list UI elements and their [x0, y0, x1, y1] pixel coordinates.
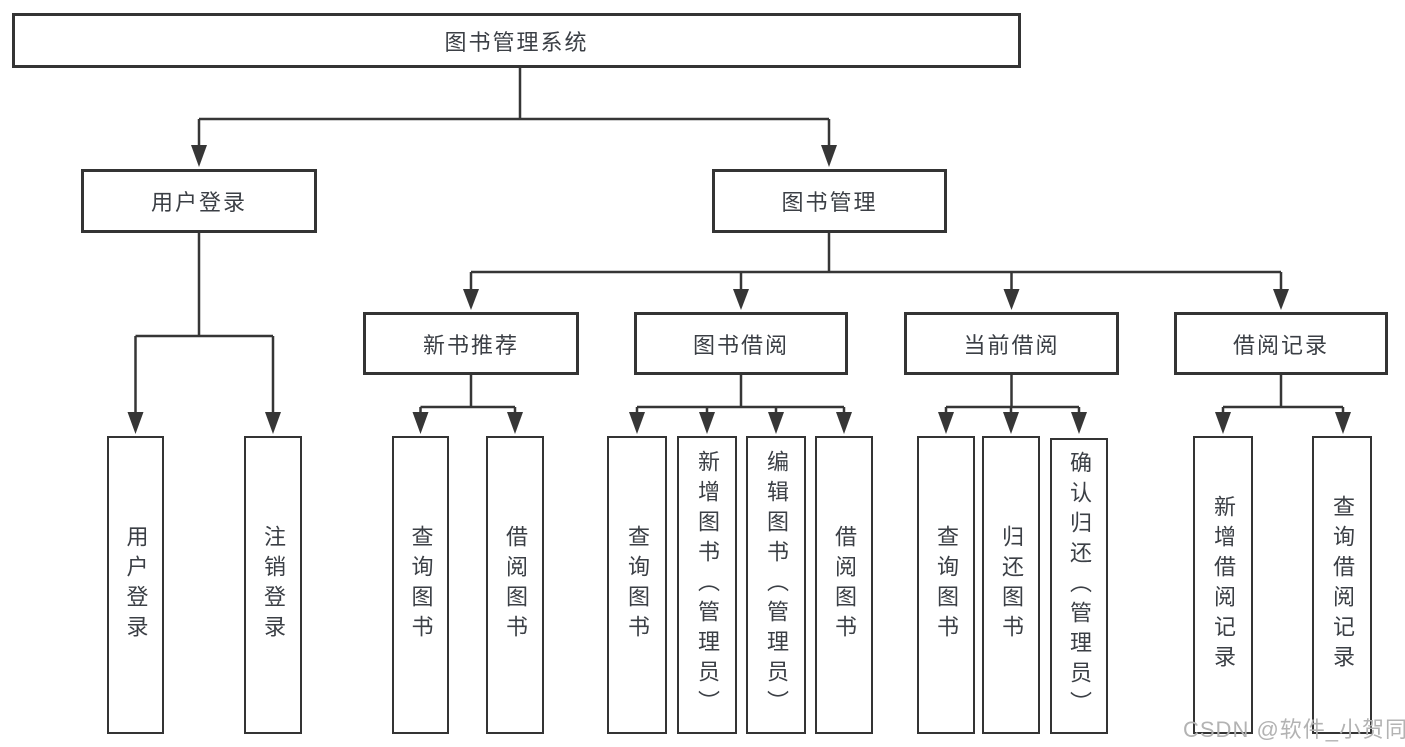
- node-user-login-label: 用户登录: [150, 190, 247, 215]
- connector-user-login: [134, 233, 275, 416]
- leaf-label: 借阅图书: [503, 525, 528, 645]
- leaf-borrow-books: 借阅图书: [815, 436, 873, 734]
- leaf-edit-books-admin: 编辑图书（管理员）: [746, 436, 806, 734]
- leaf-label: 编辑图书（管理员）: [764, 450, 789, 720]
- leaf-logout: 注销登录: [244, 436, 302, 734]
- connector-book-borrow: [635, 375, 846, 416]
- node-new-book-recommend: 新书推荐: [363, 312, 579, 375]
- leaf-label: 查询图书: [934, 525, 959, 645]
- leaf-label: 归还图书: [999, 525, 1024, 645]
- leaf-label: 新增借阅记录: [1211, 495, 1236, 675]
- leaf-label: 查询图书: [408, 525, 434, 645]
- leaf-label: 新增图书（管理员）: [695, 450, 720, 720]
- leaf-label: 借阅图书: [832, 525, 857, 645]
- connector-borrow-records: [1221, 375, 1345, 416]
- leaf-label: 查询借阅记录: [1330, 495, 1355, 675]
- node-user-login: 用户登录: [81, 169, 317, 233]
- leaf-user-login: 用户登录: [107, 436, 164, 734]
- leaf-label: 用户登录: [123, 525, 149, 645]
- node-current-borrow-label: 当前借阅: [963, 332, 1060, 358]
- node-book-borrow: 图书借阅: [634, 312, 848, 375]
- leaf-add-borrow-record: 新增借阅记录: [1193, 436, 1253, 734]
- node-borrow-records-label: 借阅记录: [1232, 332, 1329, 358]
- node-book-management: 图书管理: [712, 169, 947, 233]
- leaf-confirm-return-admin: 确认归还（管理员）: [1050, 438, 1108, 734]
- leaf-return-books: 归还图书: [982, 436, 1040, 734]
- leaf-label: 注销登录: [261, 525, 286, 645]
- node-book-management-label: 图书管理: [781, 190, 878, 215]
- connector-book-management: [469, 233, 1283, 292]
- leaf-query-borrow-record: 查询借阅记录: [1312, 436, 1372, 734]
- connector-new-book: [419, 375, 517, 416]
- node-book-borrow-label: 图书借阅: [692, 332, 789, 358]
- node-root: 图书管理系统: [12, 13, 1021, 68]
- connector-current-borrow: [944, 375, 1081, 416]
- node-borrow-records: 借阅记录: [1174, 312, 1388, 375]
- leaf-label: 确认归还（管理员）: [1067, 451, 1092, 721]
- node-new-book-recommend-label: 新书推荐: [422, 332, 519, 358]
- leaf-label: 查询图书: [625, 525, 650, 645]
- leaf-query-books-borrow: 查询图书: [607, 436, 667, 734]
- csdn-watermark: CSDN @软件_小贺同学: [1183, 717, 1405, 742]
- node-current-borrow: 当前借阅: [904, 312, 1119, 375]
- leaf-query-books-recommend: 查询图书: [392, 436, 449, 734]
- arrowheads: [127, 145, 1351, 434]
- leaf-borrow-books-recommend: 借阅图书: [486, 436, 544, 734]
- leaf-add-books-admin: 新增图书（管理员）: [677, 436, 737, 734]
- leaf-query-books-current: 查询图书: [917, 436, 975, 734]
- node-root-label: 图书管理系统: [444, 29, 589, 55]
- connector-root: [197, 68, 831, 149]
